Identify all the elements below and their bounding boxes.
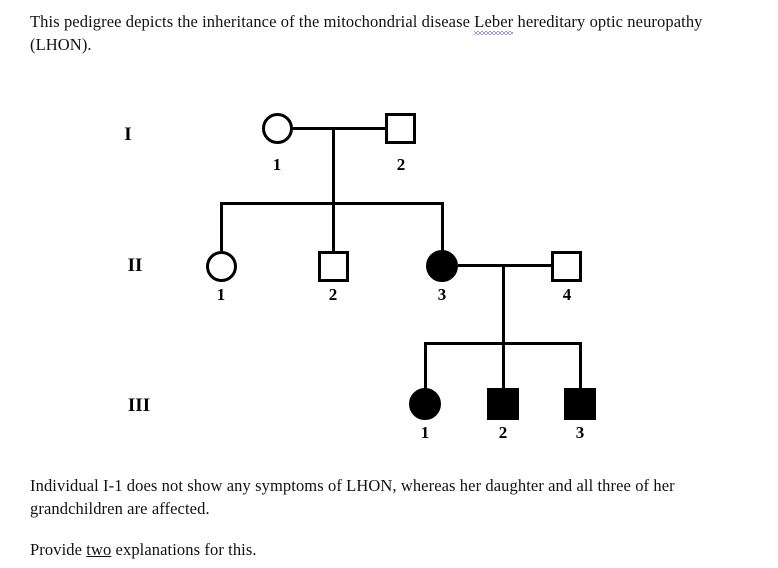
individual-symbol-III-2[interactable] — [487, 388, 519, 420]
individual-symbol-III-3[interactable] — [564, 388, 596, 420]
child-drop-II-3 — [441, 202, 444, 251]
child-drop-II-2 — [332, 202, 335, 251]
intro-text-after: hereditary optic neuropathy (LHON). — [30, 12, 703, 54]
child-drop-III-3 — [579, 342, 582, 389]
child-drop-II-1 — [220, 202, 223, 251]
generation-label-III: III — [127, 395, 151, 416]
summary-paragraph: Individual I-1 does not show any symptom… — [30, 476, 675, 518]
individual-number-III-2: 2 — [498, 423, 508, 442]
individual-number-II-3: 3 — [437, 285, 447, 304]
descent-line-II — [502, 264, 505, 344]
instruction-emphasis-two: two — [86, 540, 112, 559]
instruction-text-after: explanations for this. — [111, 540, 257, 559]
individual-symbol-II-1[interactable] — [206, 251, 237, 282]
mating-line-II — [458, 264, 567, 267]
intro-text-before: This pedigree depicts the inheritance of… — [30, 12, 475, 31]
individual-number-II-4: 4 — [562, 285, 572, 304]
individual-symbol-II-2[interactable] — [318, 251, 349, 282]
misspelled-word-leber: Leber — [474, 12, 514, 35]
child-drop-III-2 — [502, 342, 505, 389]
instruction-paragraph: Provide two explanations for this. — [30, 538, 742, 561]
generation-label-II: II — [127, 255, 143, 276]
descent-line-I — [332, 127, 335, 205]
individual-number-III-1: 1 — [420, 423, 430, 442]
individual-symbol-I-1[interactable] — [262, 113, 293, 144]
individual-number-I-1: 1 — [272, 155, 282, 174]
generation-label-I: I — [124, 124, 132, 145]
individual-symbol-III-1[interactable] — [409, 388, 441, 420]
individual-symbol-II-3[interactable] — [426, 250, 458, 282]
individual-symbol-II-4[interactable] — [551, 251, 582, 282]
individual-symbol-I-2[interactable] — [385, 113, 416, 144]
individual-number-I-2: 2 — [396, 155, 406, 174]
individual-number-III-3: 3 — [575, 423, 585, 442]
child-drop-III-1 — [424, 342, 427, 389]
instruction-text-before: Provide — [30, 540, 87, 559]
mating-line-I — [293, 127, 401, 130]
intro-paragraph: This pedigree depicts the inheritance of… — [30, 10, 742, 56]
individual-number-II-1: 1 — [216, 285, 226, 304]
individual-number-II-2: 2 — [328, 285, 338, 304]
